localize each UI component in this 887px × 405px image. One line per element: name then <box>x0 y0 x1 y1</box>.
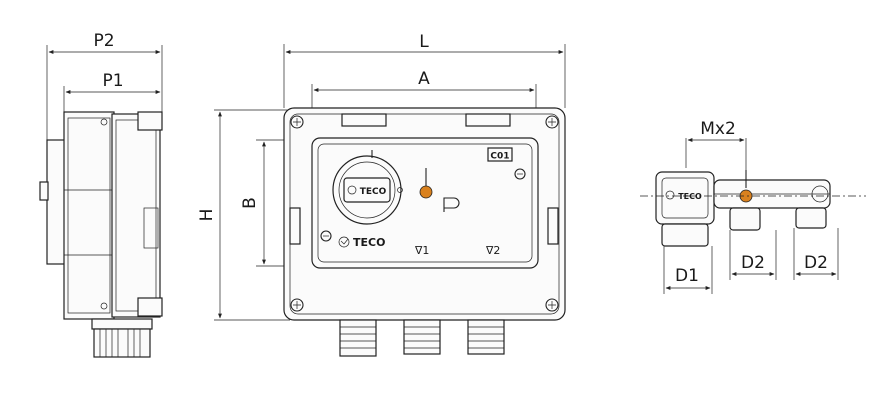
l-label: L <box>419 32 429 52</box>
valve-view: Mx2 TECO D1 D2 D2 <box>640 119 866 294</box>
b-label: B <box>240 197 260 209</box>
front-view: L A H B C01 <box>197 32 566 357</box>
valve1-label: ∇1 <box>414 244 429 257</box>
side-lid <box>111 113 161 318</box>
side-view: P2 P1 <box>39 31 163 358</box>
code-badge <box>487 147 513 162</box>
side-cover-plate <box>46 139 66 265</box>
h-label: H <box>197 209 217 222</box>
valve2-label: ∇2 <box>485 244 500 257</box>
mx2-label: Mx2 <box>700 119 736 139</box>
d2a-label: D2 <box>741 253 765 273</box>
front-cable-glands <box>339 319 505 357</box>
panel-brand: TECO <box>353 236 385 249</box>
side-knob <box>39 181 49 201</box>
logo-mark-icon <box>338 236 350 248</box>
valve-indicator-dot <box>419 185 433 199</box>
side-cable-gland <box>93 328 151 358</box>
valve-brand: TECO <box>678 192 702 201</box>
d2b-label: D2 <box>804 253 828 273</box>
knob-brand: TECO <box>360 187 387 197</box>
p1-label: P1 <box>102 71 123 91</box>
d1-label: D1 <box>675 266 699 286</box>
side-body <box>63 111 115 320</box>
corner-screws <box>290 115 559 312</box>
p2-label: P2 <box>93 31 114 51</box>
code-label: C01 <box>490 152 509 162</box>
a-label: A <box>418 69 430 89</box>
